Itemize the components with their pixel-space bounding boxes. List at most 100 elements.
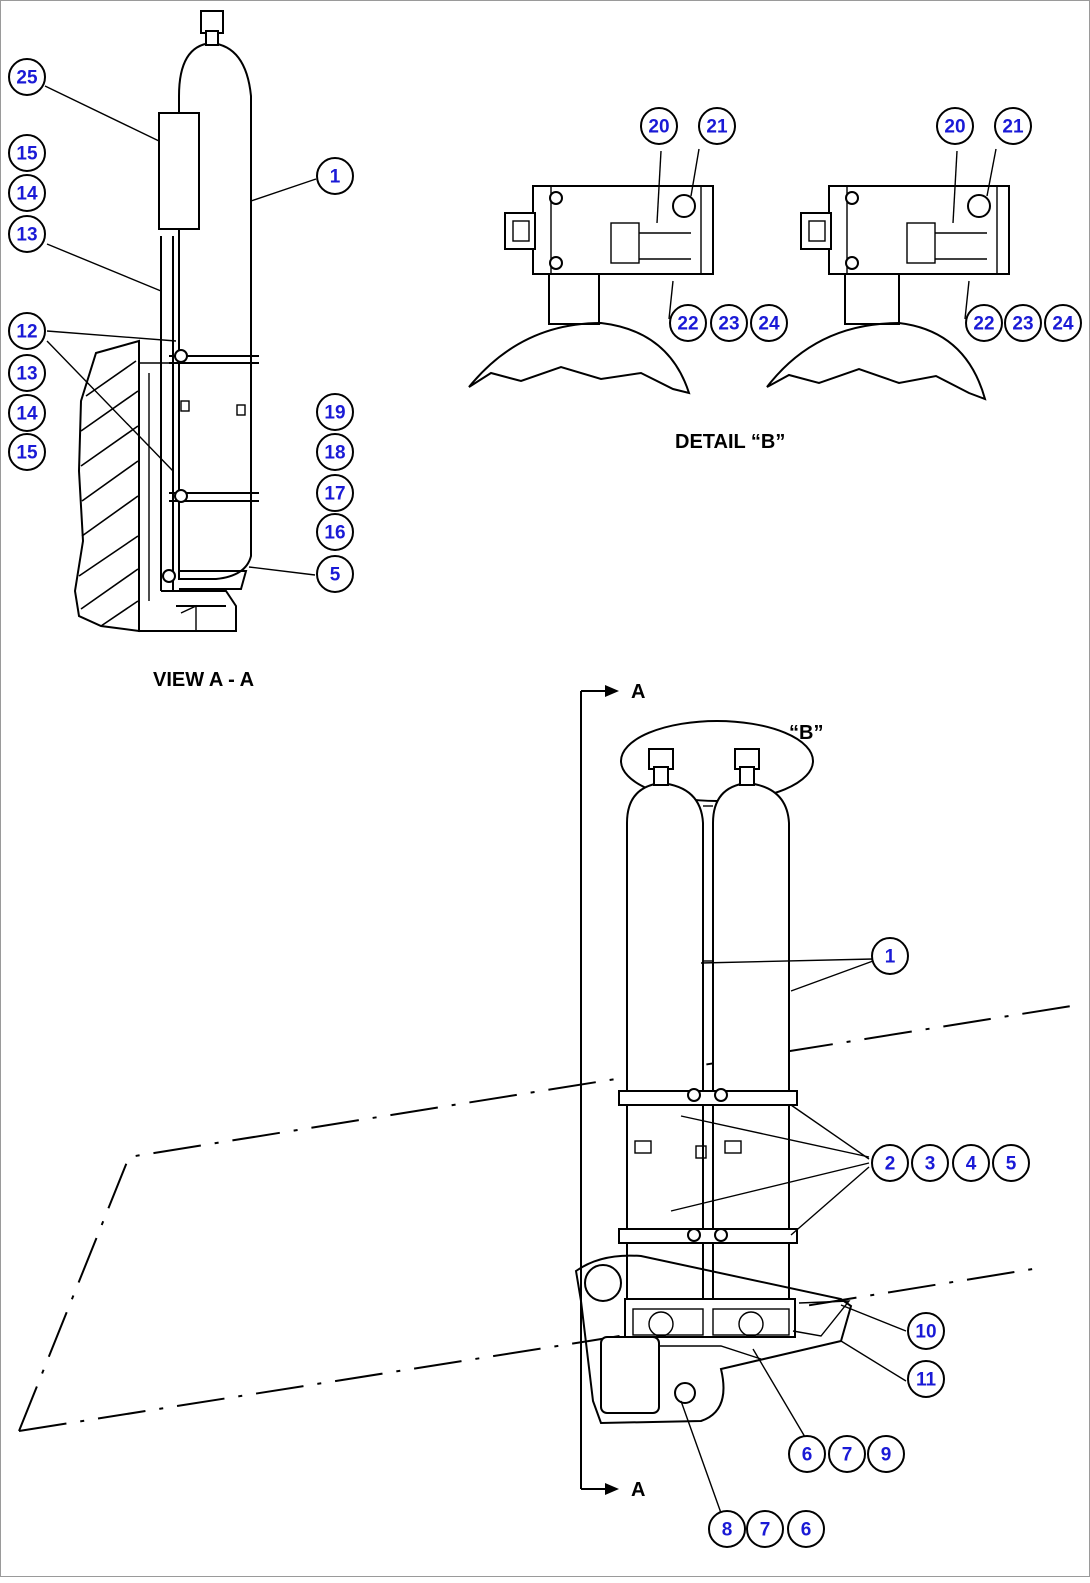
- balloon-number: 4: [966, 1154, 977, 1175]
- balloon-number: 25: [16, 68, 38, 89]
- balloon-circle: [669, 304, 707, 342]
- balloon-circle: [698, 107, 736, 145]
- balloon-circle: [8, 354, 46, 392]
- balloon-circle: [994, 107, 1032, 145]
- balloon-circle: [911, 1144, 949, 1182]
- balloon-number: 1: [330, 167, 341, 188]
- item-balloon-19: 19: [316, 393, 354, 431]
- balloon-circle: [871, 1144, 909, 1182]
- balloon-number: 12: [16, 322, 37, 343]
- balloon-circle: [1044, 304, 1082, 342]
- balloon-circle: [316, 393, 354, 431]
- item-balloon-13: 13: [8, 354, 46, 392]
- balloon-number: 7: [760, 1520, 771, 1541]
- item-balloon-23: 23: [1004, 304, 1042, 342]
- balloon-circle: [316, 433, 354, 471]
- balloon-circle: [8, 215, 46, 253]
- balloon-circle: [907, 1312, 945, 1350]
- section-marker-bottom: A: [631, 1479, 645, 1501]
- balloon-circle: [907, 1360, 945, 1398]
- balloon-circle: [8, 134, 46, 172]
- detail-b-right-valve: [766, 148, 1010, 401]
- balloon-circle: [316, 157, 354, 195]
- balloon-number: 23: [1012, 314, 1033, 335]
- balloon-number: 22: [973, 314, 994, 335]
- item-balloon-2: 2: [871, 1144, 909, 1182]
- balloon-number: 22: [677, 314, 698, 335]
- balloon-circle: [8, 58, 46, 96]
- item-balloon-11: 11: [907, 1360, 945, 1398]
- item-balloon-18: 18: [316, 433, 354, 471]
- balloon-number: 3: [925, 1154, 936, 1175]
- main-view-drawing: [18, 685, 1072, 1514]
- balloon-number: 18: [324, 443, 345, 464]
- balloon-number: 11: [916, 1370, 937, 1391]
- balloon-circle: [787, 1510, 825, 1548]
- item-balloon-23: 23: [710, 304, 748, 342]
- balloon-number: 21: [706, 117, 728, 138]
- detail-b-left-valve: [468, 148, 714, 395]
- balloon-circle: [965, 304, 1003, 342]
- item-balloon-7: 7: [828, 1435, 866, 1473]
- balloon-number: 16: [324, 523, 345, 544]
- item-balloon-21: 21: [698, 107, 736, 145]
- balloon-number: 6: [802, 1445, 813, 1466]
- item-balloon-14: 14: [8, 174, 46, 212]
- balloon-circle: [316, 513, 354, 551]
- item-balloon-13: 13: [8, 215, 46, 253]
- balloon-circle: [952, 1144, 990, 1182]
- balloon-circle: [640, 107, 678, 145]
- balloon-number: 8: [722, 1520, 733, 1541]
- balloon-circle: [316, 555, 354, 593]
- item-balloon-4: 4: [952, 1144, 990, 1182]
- balloon-number: 19: [324, 403, 345, 424]
- balloon-number: 5: [330, 565, 341, 586]
- balloon-circle: [936, 107, 974, 145]
- item-balloon-15: 15: [8, 134, 46, 172]
- item-balloon-22: 22: [669, 304, 707, 342]
- item-balloon-12: 12: [8, 312, 46, 350]
- detail-b-title: DETAIL “B”: [675, 431, 785, 453]
- item-balloon-10: 10: [907, 1312, 945, 1350]
- balloon-number: 23: [718, 314, 739, 335]
- balloon-number: 15: [16, 443, 38, 464]
- balloon-number: 24: [1052, 314, 1074, 335]
- balloon-number: 14: [16, 184, 38, 205]
- balloon-circle: [708, 1510, 746, 1548]
- detail-b-callout: “B”: [789, 722, 823, 744]
- balloon-circle: [871, 937, 909, 975]
- balloon-number: 21: [1002, 117, 1024, 138]
- balloon-circle: [8, 312, 46, 350]
- balloon-number: 9: [881, 1445, 892, 1466]
- balloon-number: 24: [758, 314, 780, 335]
- balloon-circle: [8, 174, 46, 212]
- item-balloon-1: 1: [316, 157, 354, 195]
- balloon-circle: [8, 394, 46, 432]
- balloon-number: 14: [16, 404, 38, 425]
- item-balloon-5: 5: [992, 1144, 1030, 1182]
- item-balloon-22: 22: [965, 304, 1003, 342]
- balloon-circle: [710, 304, 748, 342]
- balloon-number: 1: [885, 947, 896, 968]
- balloon-circle: [992, 1144, 1030, 1182]
- item-balloon-24: 24: [1044, 304, 1082, 342]
- item-balloon-14: 14: [8, 394, 46, 432]
- balloon-number: 10: [915, 1322, 936, 1343]
- item-balloon-20: 20: [936, 107, 974, 145]
- balloon-number: 13: [16, 364, 37, 385]
- item-balloon-21: 21: [994, 107, 1032, 145]
- item-balloon-1: 1: [871, 937, 909, 975]
- balloon-number: 5: [1006, 1154, 1017, 1175]
- balloon-number: 17: [324, 484, 345, 505]
- item-balloon-25: 25: [8, 58, 46, 96]
- item-balloon-9: 9: [867, 1435, 905, 1473]
- balloon-circle: [750, 304, 788, 342]
- item-balloon-15: 15: [8, 433, 46, 471]
- balloon-number: 13: [16, 225, 37, 246]
- item-balloon-3: 3: [911, 1144, 949, 1182]
- item-balloon-7: 7: [746, 1510, 784, 1548]
- section-marker-top: A: [631, 681, 645, 703]
- view-aa-drawing: [44, 10, 317, 633]
